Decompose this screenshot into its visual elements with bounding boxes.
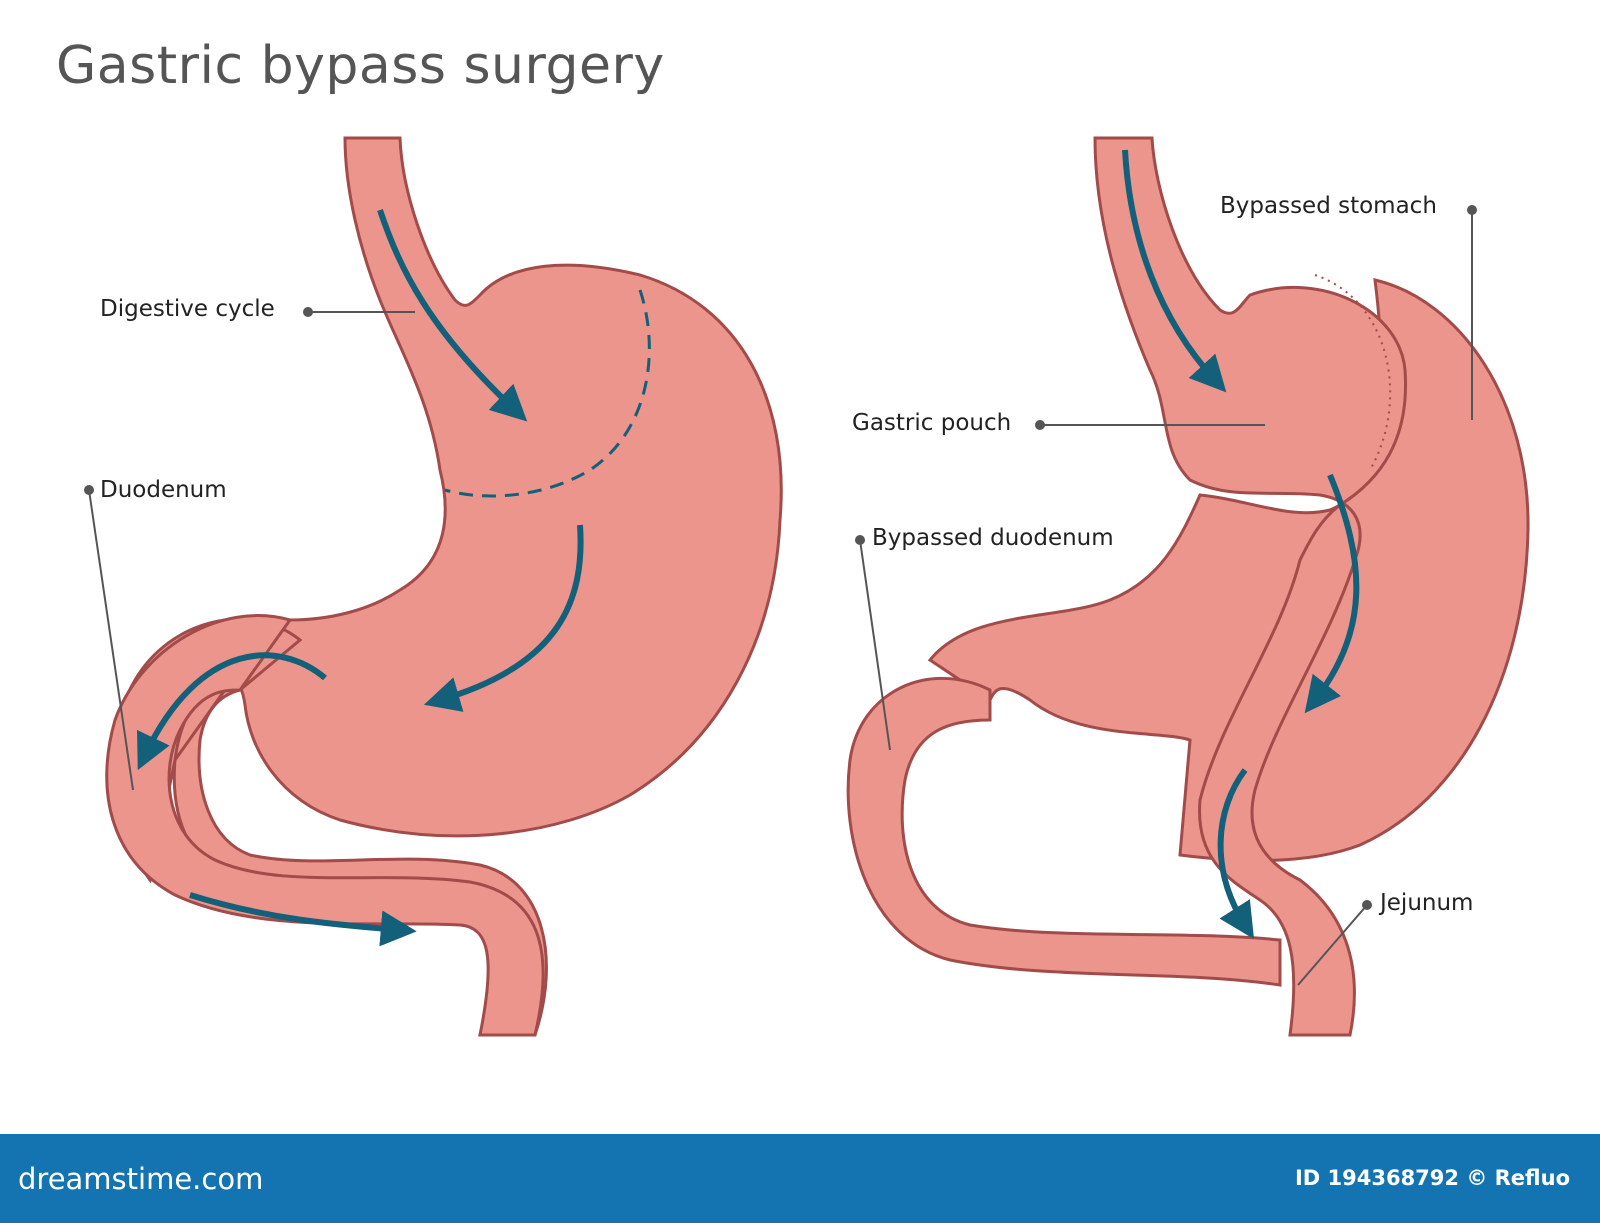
flow-arrow-pylorus — [137, 652, 327, 771]
leader-dot-bypassed-duodenum — [855, 535, 865, 545]
flow-arrow-duodenum — [189, 892, 417, 947]
brand-link[interactable]: dreamstime.com — [18, 1162, 264, 1196]
flow-arrow-stomach — [423, 524, 584, 712]
diagram-title: Gastric bypass surgery — [56, 36, 665, 96]
esophagus-pouch — [1093, 136, 1408, 1037]
leader-dot-gastric-pouch — [1035, 420, 1045, 430]
leader-duodenum — [88, 489, 134, 791]
leader-dot-jejunum — [1362, 900, 1372, 910]
label-jejunum: Jejunum — [1380, 890, 1474, 916]
label-duodenum: Duodenum — [100, 477, 227, 503]
flow-arrow-pouch — [1304, 473, 1360, 714]
stomach-body — [228, 136, 783, 838]
stock-id-text: ID 194368792 © Refluo — [1294, 1166, 1570, 1190]
bypass-stomach — [846, 136, 1530, 1037]
staple-line — [444, 289, 651, 498]
leader-dot-bypassed-stomach — [1467, 205, 1477, 215]
label-bypassed-stomach: Bypassed stomach — [1220, 193, 1437, 219]
leader-dot-digestive-cycle — [303, 307, 313, 317]
label-bypassed-duodenum: Bypassed duodenum — [872, 525, 1114, 551]
flow-arrow-jejunum — [1217, 768, 1255, 940]
flow-arrow-esophagus — [377, 209, 528, 422]
flow-arrow-esophagus-right — [1122, 149, 1227, 393]
footer-bar: dreamstime.com ID 194368792 © Refluo — [0, 1134, 1600, 1223]
label-digestive-cycle: Digestive cycle — [100, 296, 275, 322]
pouch-staples — [1314, 274, 1392, 471]
leader-dot-duodenum — [84, 485, 94, 495]
normal-stomach — [105, 136, 783, 1037]
leader-bypassed-duodenum — [859, 539, 891, 751]
label-gastric-pouch: Gastric pouch — [852, 410, 1012, 436]
leader-jejunum — [1297, 904, 1368, 986]
anatomy-diagram — [84, 136, 1530, 1037]
duodenum-loop — [105, 614, 545, 1037]
bypassed-duodenum-tube — [846, 676, 1282, 987]
